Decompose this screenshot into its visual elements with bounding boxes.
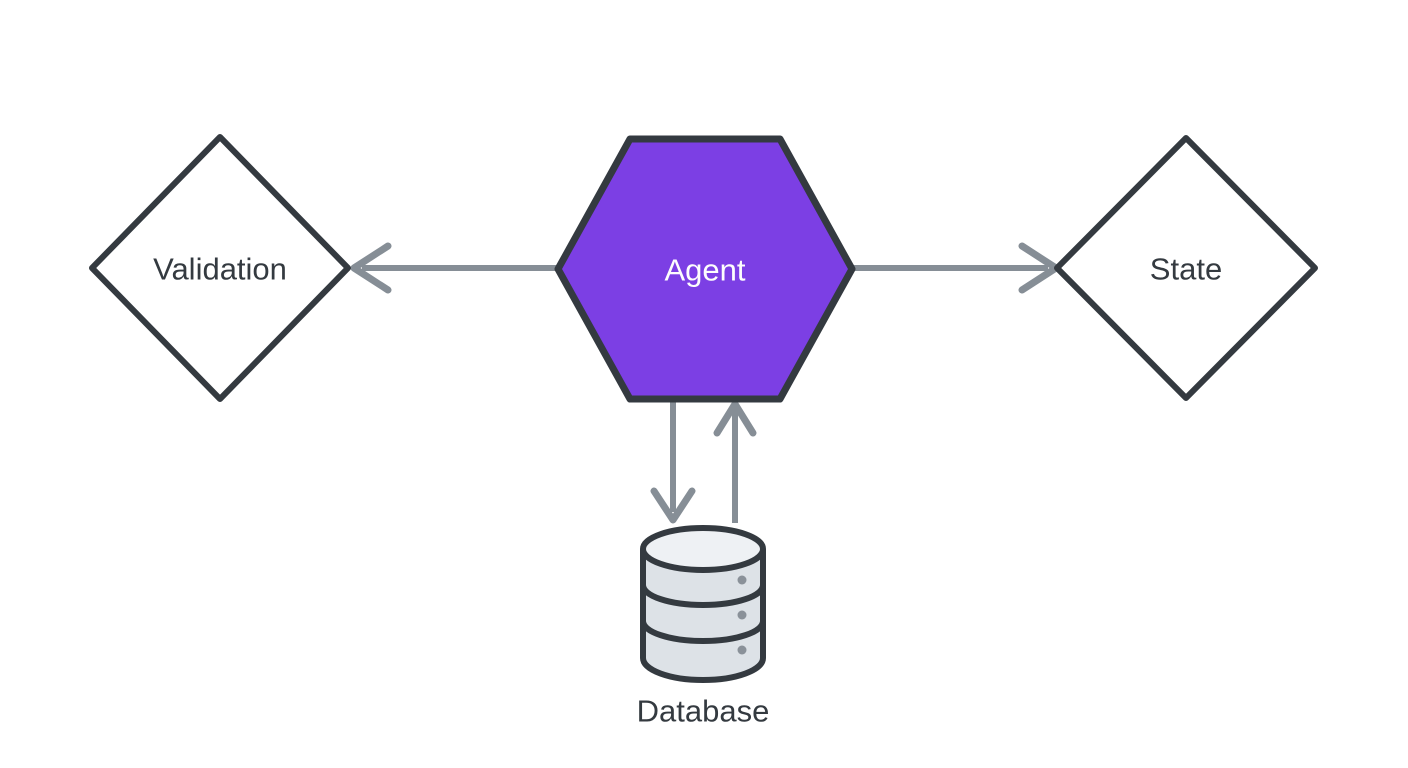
- cylinder-dot: [737, 645, 747, 655]
- arrowhead-down-icon: [650, 487, 696, 524]
- cylinder-dot: [737, 575, 747, 585]
- cylinder-body: [640, 549, 766, 683]
- cylinder-dot: [737, 610, 747, 620]
- diamond-shape: [1054, 135, 1318, 401]
- cylinder-band-divider: [640, 620, 766, 644]
- database-node: Database: [637, 525, 770, 729]
- database-label: Database: [637, 694, 770, 729]
- edge-agent-to-state: [852, 242, 1060, 294]
- agent-label: Agent: [664, 253, 745, 288]
- state-label: State: [1150, 252, 1222, 287]
- cylinder-band-divider: [640, 584, 766, 608]
- arrowhead-left-icon: [350, 242, 392, 294]
- cylinder-top: [640, 525, 766, 573]
- arrowhead-up-icon: [713, 400, 757, 437]
- validation-node: Validation: [89, 134, 351, 402]
- edge-database-to-agent: [713, 400, 757, 523]
- database-icon: [640, 525, 766, 683]
- hexagon-shape: [554, 135, 856, 403]
- validation-label: Validation: [153, 252, 287, 287]
- diamond-shape: [89, 134, 351, 402]
- edge-agent-to-validation: [350, 242, 558, 294]
- agent-node: Agent: [554, 135, 856, 403]
- edge-agent-to-database: [650, 401, 696, 524]
- state-node: State: [1054, 135, 1318, 401]
